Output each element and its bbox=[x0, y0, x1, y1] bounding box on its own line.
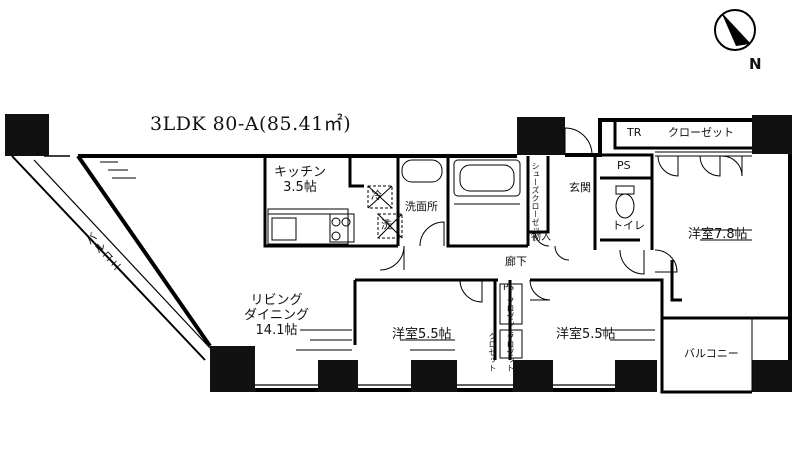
western-room-55b-label: 洋室5.5帖 bbox=[556, 327, 616, 342]
storage-label: 物入 bbox=[531, 232, 551, 243]
interior-walls bbox=[263, 120, 790, 394]
toilet-label: トイレ bbox=[612, 219, 645, 232]
compass-icon bbox=[714, 9, 756, 51]
ps-label-top: PS bbox=[617, 159, 631, 172]
small-closet-b: クロゼット bbox=[488, 332, 497, 372]
small-closet-c: クロゼット bbox=[506, 332, 515, 372]
closet-label: クローゼット bbox=[668, 126, 734, 139]
living-dining-label: リビング ダイニング 14.1帖 bbox=[244, 293, 310, 339]
kitchen-name: キッチン bbox=[274, 165, 327, 180]
shoe-closet-label: シューズクローゼット bbox=[531, 162, 540, 242]
western-room-78-label: 洋室7.8帖 bbox=[688, 227, 748, 242]
structural-columns bbox=[5, 114, 792, 392]
ps-label-mid: PS bbox=[503, 283, 515, 293]
fridge-symbol: 冷 bbox=[371, 189, 382, 202]
small-closet-a: クロゼット bbox=[506, 296, 515, 336]
tr-label: TR bbox=[627, 126, 642, 139]
kitchen-label: キッチン 3.5帖 bbox=[274, 165, 327, 196]
left-balcony-outline bbox=[11, 155, 211, 361]
balcony-right-label: バルコニー bbox=[684, 347, 739, 360]
western-room-55a-label: 洋室5.5帖 bbox=[392, 327, 452, 342]
dining-label: ダイニング bbox=[244, 307, 310, 323]
living-size: 14.1帖 bbox=[255, 322, 298, 338]
washroom-label: 洗面所 bbox=[405, 200, 438, 213]
exterior-walls bbox=[76, 118, 792, 392]
living-label: リビング bbox=[250, 293, 303, 308]
north-label: N bbox=[749, 55, 762, 73]
entrance-label: 玄関 bbox=[569, 181, 591, 194]
washer-symbol: 洗 bbox=[381, 218, 392, 231]
kitchen-size: 3.5帖 bbox=[283, 179, 317, 195]
corridor-label: 廊下 bbox=[505, 255, 527, 268]
plan-title: 3LDK 80-A(85.41㎡) bbox=[150, 113, 352, 135]
